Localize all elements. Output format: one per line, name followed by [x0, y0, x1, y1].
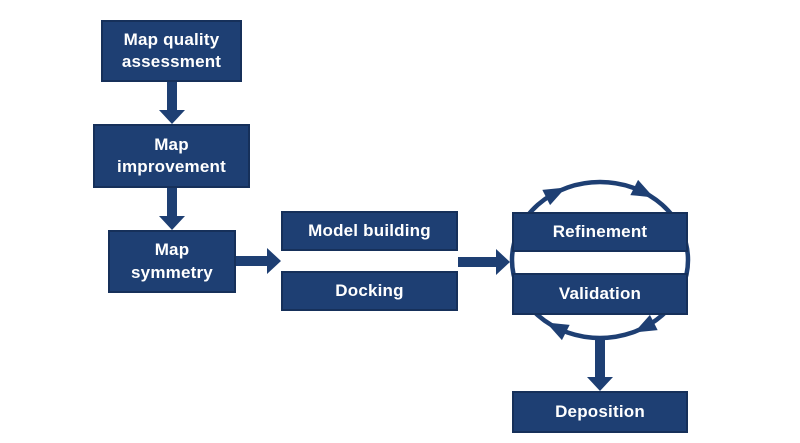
node-label: Map quality assessment — [121, 29, 222, 71]
arrow-down-quality-to-improvement-icon — [159, 82, 185, 124]
node-label: Refinement — [552, 221, 648, 241]
arrow-down-improvement-to-symmetry-icon — [159, 188, 185, 230]
node-model-building: Model building — [281, 211, 458, 251]
arrow-right-building-to-refinement-icon — [458, 249, 510, 275]
cycle-arrowhead-top-left-icon — [542, 187, 566, 206]
node-label: Model building — [308, 220, 431, 240]
node-deposition: Deposition — [512, 391, 688, 433]
node-label: Validation — [558, 283, 642, 303]
node-map-symmetry: Map symmetry — [108, 230, 236, 293]
node-map-quality-assessment: Map quality assessment — [101, 20, 242, 82]
arrow-right-symmetry-to-building-icon — [236, 248, 281, 274]
node-label: Deposition — [555, 401, 645, 421]
node-map-improvement: Map improvement — [93, 124, 250, 188]
node-label: Docking — [335, 280, 404, 300]
node-refinement: Refinement — [512, 212, 688, 252]
cycle-arrowhead-bottom-right-icon — [634, 314, 658, 333]
arrow-down-cycle-to-deposition-icon — [587, 338, 613, 391]
cycle-arrowhead-bottom-left-icon — [546, 322, 570, 341]
node-docking: Docking — [281, 271, 458, 311]
node-validation: Validation — [512, 273, 688, 315]
node-label: Map improvement — [117, 134, 226, 176]
node-label: Map symmetry — [131, 240, 213, 282]
cycle-arrowhead-top-right-icon — [630, 179, 654, 198]
